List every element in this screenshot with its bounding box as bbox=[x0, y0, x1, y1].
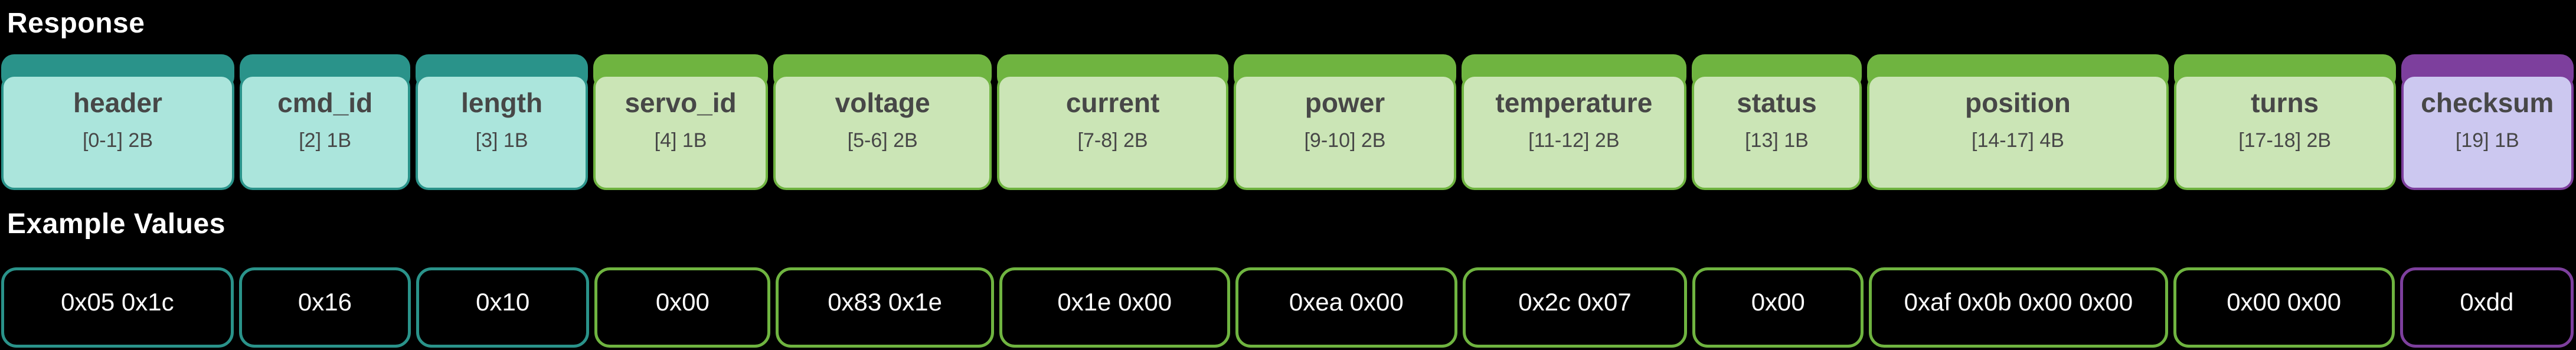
field-bytes-label: [5-6] 2B bbox=[847, 129, 918, 152]
field-position: position [14-17] 4B bbox=[1867, 54, 2169, 190]
value-box-header: 0x05 0x1c bbox=[1, 267, 234, 348]
field-name-label: position bbox=[1965, 87, 2071, 118]
field-name-label: header bbox=[73, 87, 162, 118]
field-body: length [3] 1B bbox=[416, 74, 588, 190]
value-label: 0xaf 0x0b 0x00 0x00 bbox=[1904, 288, 2133, 316]
value-label: 0x00 bbox=[655, 288, 710, 316]
value-label: 0x16 bbox=[298, 288, 352, 316]
field-current: current [7-8] 2B bbox=[997, 54, 1229, 190]
value-box-status: 0x00 bbox=[1692, 267, 1864, 348]
field-name-label: status bbox=[1737, 87, 1817, 118]
example-values-title: Example Values bbox=[7, 208, 225, 240]
field-cmd_id: cmd_id [2] 1B bbox=[239, 54, 411, 190]
value-label: 0x83 0x1e bbox=[828, 288, 943, 316]
field-bytes-label: [7-8] 2B bbox=[1077, 129, 1148, 152]
field-status: status [13] 1B bbox=[1691, 54, 1862, 190]
value-box-voltage: 0x83 0x1e bbox=[776, 267, 994, 348]
field-bytes-label: [11-12] 2B bbox=[1528, 129, 1620, 152]
field-length: length [3] 1B bbox=[416, 54, 588, 190]
value-box-length: 0x10 bbox=[416, 267, 590, 348]
field-servo_id: servo_id [4] 1B bbox=[593, 54, 769, 190]
value-box-power: 0xea 0x00 bbox=[1235, 267, 1457, 348]
field-checksum: checksum [19] 1B bbox=[2401, 54, 2574, 190]
value-box-current: 0x1e 0x00 bbox=[999, 267, 1230, 348]
field-body: checksum [19] 1B bbox=[2401, 74, 2574, 190]
field-body: current [7-8] 2B bbox=[997, 74, 1229, 190]
field-voltage: voltage [5-6] 2B bbox=[773, 54, 992, 190]
fields-row: header [0-1] 2B cmd_id [2] 1B length [3] 1B se… bbox=[1, 54, 2574, 190]
field-bytes-label: [13] 1B bbox=[1745, 129, 1809, 152]
field-bytes-label: [2] 1B bbox=[299, 129, 352, 152]
value-box-cmd_id: 0x16 bbox=[238, 267, 411, 348]
field-name-label: voltage bbox=[835, 87, 930, 118]
field-name-label: power bbox=[1305, 87, 1385, 118]
field-body: cmd_id [2] 1B bbox=[239, 74, 411, 190]
value-label: 0x1e 0x00 bbox=[1057, 288, 1172, 316]
value-label: 0x00 bbox=[1751, 288, 1805, 316]
field-bytes-label: [19] 1B bbox=[2455, 129, 2519, 152]
value-box-temperature: 0x2c 0x07 bbox=[1462, 267, 1688, 348]
value-box-position: 0xaf 0x0b 0x00 0x00 bbox=[1869, 267, 2168, 348]
field-power: power [9-10] 2B bbox=[1234, 54, 1456, 190]
field-name-label: length bbox=[461, 87, 543, 118]
field-bytes-label: [17-18] 2B bbox=[2238, 129, 2332, 152]
field-body: voltage [5-6] 2B bbox=[773, 74, 992, 190]
values-row: 0x05 0x1c 0x16 0x10 0x00 0x83 0x1e 0x1e 0x00 0… bbox=[1, 267, 2574, 348]
field-name-label: temperature bbox=[1495, 87, 1653, 118]
field-body: status [13] 1B bbox=[1691, 74, 1862, 190]
field-name-label: current bbox=[1065, 87, 1160, 118]
field-body: position [14-17] 4B bbox=[1867, 74, 2169, 190]
field-bytes-label: [9-10] 2B bbox=[1304, 129, 1386, 152]
value-label: 0xea 0x00 bbox=[1289, 288, 1404, 316]
field-name-label: turns bbox=[2251, 87, 2319, 118]
field-turns: turns [17-18] 2B bbox=[2173, 54, 2396, 190]
value-label: 0x00 0x00 bbox=[2227, 288, 2342, 316]
field-temperature: temperature [11-12] 2B bbox=[1461, 54, 1686, 190]
field-name-label: cmd_id bbox=[277, 87, 373, 118]
value-box-turns: 0x00 0x00 bbox=[2173, 267, 2395, 348]
field-name-label: checksum bbox=[2421, 87, 2554, 118]
field-bytes-label: [3] 1B bbox=[475, 129, 528, 152]
value-label: 0x05 0x1c bbox=[61, 288, 174, 316]
field-body: power [9-10] 2B bbox=[1234, 74, 1456, 190]
value-label: 0xdd bbox=[2460, 288, 2514, 316]
field-body: turns [17-18] 2B bbox=[2173, 74, 2396, 190]
field-bytes-label: [0-1] 2B bbox=[82, 129, 153, 152]
field-body: header [0-1] 2B bbox=[1, 74, 234, 190]
field-body: temperature [11-12] 2B bbox=[1461, 74, 1686, 190]
field-bytes-label: [4] 1B bbox=[654, 129, 707, 152]
value-box-checksum: 0xdd bbox=[2400, 267, 2574, 348]
field-body: servo_id [4] 1B bbox=[593, 74, 769, 190]
value-label: 0x2c 0x07 bbox=[1518, 288, 1632, 316]
value-box-servo_id: 0x00 bbox=[594, 267, 771, 348]
field-header: header [0-1] 2B bbox=[1, 54, 234, 190]
value-label: 0x10 bbox=[476, 288, 530, 316]
field-bytes-label: [14-17] 4B bbox=[1972, 129, 2064, 152]
field-name-label: servo_id bbox=[625, 87, 737, 118]
response-title: Response bbox=[7, 8, 145, 39]
